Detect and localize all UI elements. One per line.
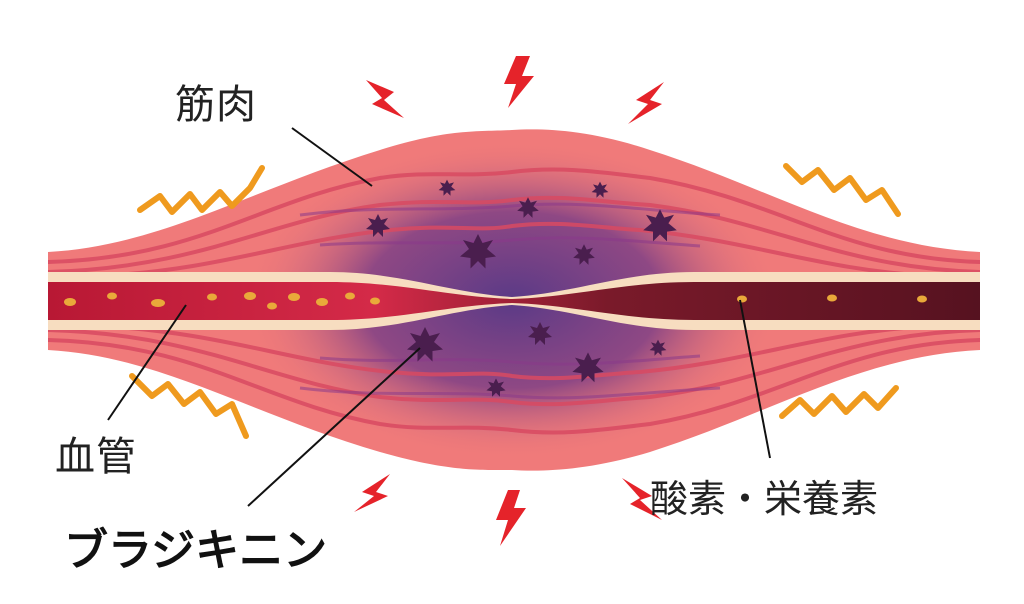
muscle-leader-line xyxy=(291,127,373,187)
ache-waves xyxy=(129,163,901,439)
muscle-label: 筋肉 xyxy=(175,82,257,128)
ache-wave-icon xyxy=(779,385,899,419)
bradykinin-molecule xyxy=(517,197,539,218)
oxygen-nutrients-label: 酸素・栄養素 xyxy=(650,477,879,521)
blood-vessel-label: 血管 xyxy=(55,434,137,480)
bradykinin-molecule xyxy=(643,209,677,242)
bradykinin-leader-line xyxy=(247,347,421,507)
oxygen-nutrient-particles xyxy=(64,292,927,310)
bradykinin-molecule xyxy=(591,181,609,198)
bradykinin-molecules xyxy=(366,179,677,397)
bradykinin-molecule xyxy=(649,339,667,356)
bradykinin-molecule xyxy=(572,352,604,383)
bradykinin-molecule xyxy=(407,327,443,362)
blood-vessel xyxy=(48,272,980,330)
ache-wave-icon xyxy=(137,165,265,215)
pain-bolt-icon xyxy=(622,478,662,520)
pain-bolts xyxy=(354,56,664,546)
pain-bolt-icon xyxy=(366,80,404,118)
ache-wave-icon xyxy=(783,163,901,217)
bradykinin-molecule xyxy=(573,244,595,265)
ache-wave-icon xyxy=(129,373,249,439)
bradykinin-molecule xyxy=(486,378,506,397)
vessel-leader-line xyxy=(107,304,187,421)
pain-bolt-icon xyxy=(504,56,534,108)
pain-bolt-icon xyxy=(354,474,390,512)
bradykinin-molecule xyxy=(528,322,552,345)
bradykinin-molecule xyxy=(460,234,496,269)
leader-lines xyxy=(107,127,771,507)
pain-bolt-icon xyxy=(496,490,526,546)
nutrient-leader-line xyxy=(739,299,771,459)
bradykinin-molecule xyxy=(366,214,390,237)
bradykinin-label: ブラジキニン xyxy=(64,525,328,576)
pain-bolt-icon xyxy=(628,82,664,124)
bradykinin-molecule xyxy=(438,179,456,196)
